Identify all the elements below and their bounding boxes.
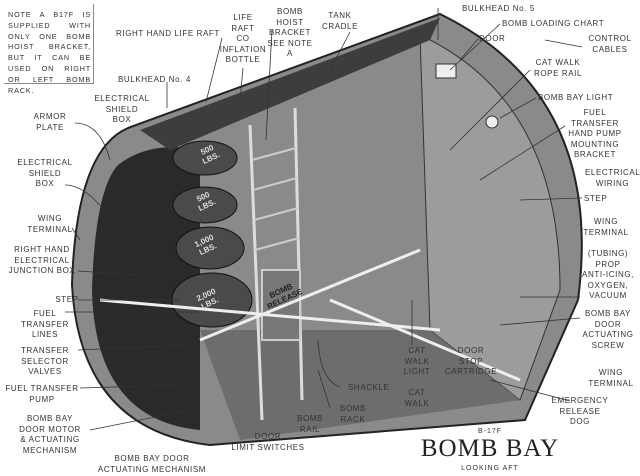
- label-wing-terminal-lower: WING TERMINAL: [588, 368, 634, 388]
- label-limit-switches: DOOR LIMIT SWITCHES: [231, 432, 305, 452]
- catwalk: [99, 248, 521, 382]
- left-bulkhead-interior: [92, 147, 200, 430]
- bomb-bay-light: [485, 115, 499, 129]
- label-step-right: STEP: [584, 194, 608, 203]
- label-tubing: (TUBING) PROP ANTI-ICING, OXYGEN, VACUUM: [582, 249, 634, 300]
- diagram-title: BOMB BAY: [420, 435, 560, 462]
- label-rh-life-raft: RIGHT HAND LIFE RAFT: [116, 29, 220, 38]
- label-wing-terminal-right: WING TERMINAL: [583, 217, 629, 237]
- bomb-stack: [171, 140, 253, 328]
- label-electrical-wiring: ELECTRICAL WIRING: [585, 168, 640, 188]
- bomb-1000: [175, 226, 245, 270]
- aircraft-model: B-17F: [477, 428, 503, 435]
- label-inflation-bottle: LIFE RAFT CO INFLATION BOTTLE: [219, 13, 267, 64]
- label-release-dog: EMERGENCY RELEASE DOG: [551, 396, 609, 426]
- bay-floor: [200, 330, 520, 440]
- note-a: NOTE A B17F IS SUPPLIED WITH ONLY ONE BO…: [4, 4, 94, 95]
- ceiling: [140, 18, 440, 150]
- label-bomb-rack: BOMB RACK: [340, 404, 366, 424]
- label-bomb-rail: BOMB RAIL: [297, 414, 323, 434]
- label-hand-pump-bracket: FUEL TRANSFER HAND PUMP MOUNTING BRACKET: [568, 108, 622, 159]
- label-selector-valves: TRANSFER SELECTOR VALVES: [21, 346, 69, 376]
- label-tank-cradle: TANK CRADLE: [321, 11, 359, 31]
- label-door-stop: DOOR STOP CARTRIDGE: [444, 346, 498, 376]
- leader-lines: [64, 8, 583, 431]
- label-catwalk-light: CAT WALK LIGHT: [403, 346, 431, 376]
- label-rh-junction-box: RIGHT HAND ELECTRICAL JUNCTION BOX: [8, 245, 76, 275]
- label-fuel-pump: FUEL TRANSFER PUMP: [5, 384, 79, 404]
- label-door-mechanism: BOMB BAY DOOR ACTUATING MECHANISM: [97, 454, 207, 474]
- label-actuating-screw: BOMB BAY DOOR ACTUATING SCREW: [582, 309, 634, 350]
- diagram-subtitle: LOOKING AFT: [461, 465, 519, 472]
- label-wing-terminal-left: WING TERMINAL: [27, 214, 73, 234]
- bomb-500-lower: [172, 186, 238, 224]
- label-control-cables: CONTROL CABLES: [588, 34, 632, 54]
- label-door-motor: BOMB BAY DOOR MOTOR & ACTUATING MECHANIS…: [19, 414, 81, 455]
- label-door: DOOR: [479, 34, 506, 43]
- label-fuel-lines: FUEL TRANSFER LINES: [21, 309, 69, 339]
- label-bay-light: BOMB BAY LIGHT: [538, 93, 614, 102]
- bomb-500-upper: [172, 140, 238, 176]
- label-shield-box-left: ELECTRICAL SHIELD BOX: [17, 158, 73, 188]
- label-shield-box-top: ELECTRICAL SHIELD BOX: [94, 94, 150, 124]
- label-catwalk: CAT WALK: [404, 388, 430, 408]
- ladder-rungs: [251, 147, 300, 251]
- label-step-left: STEP: [55, 295, 79, 304]
- label-loading-chart: BOMB LOADING CHART: [502, 19, 605, 28]
- label-shackle: SHACKLE: [348, 383, 390, 392]
- label-rope-rail: CAT WALK ROPE RAIL: [533, 58, 583, 78]
- bomb-rack: [248, 107, 304, 421]
- label-bulkhead-4: BULKHEAD No. 4: [118, 75, 191, 84]
- label-armor-plate: ARMOR PLATE: [33, 112, 67, 132]
- label-bulkhead-5: BULKHEAD No. 5: [462, 4, 535, 13]
- bomb-loading-chart: [435, 63, 457, 79]
- label-hoist-bracket: BOMB HOIST BRACKET SEE NOTE A: [267, 7, 313, 58]
